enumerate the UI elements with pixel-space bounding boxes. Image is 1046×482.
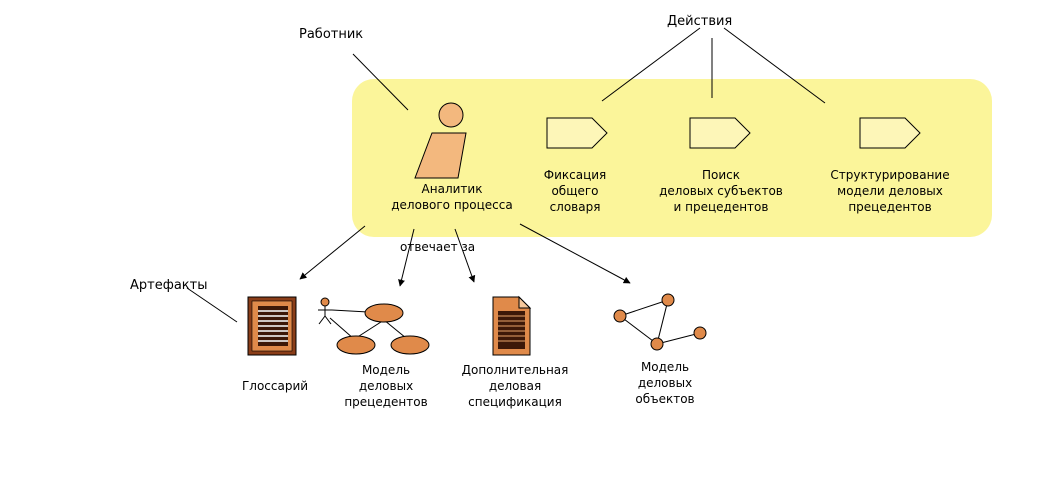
activity-pentagon-icon [689, 117, 751, 149]
activity-name: Фиксация общего словаря [543, 168, 607, 214]
artifacts-callout-line [186, 287, 238, 323]
worker-callout-line [352, 53, 409, 111]
activity-name: Структурирование модели деловых прецеден… [830, 168, 950, 214]
responsibility-arrow [299, 225, 366, 280]
artifact-name: Модель деловых прецедентов [344, 363, 428, 409]
activity-pentagon-icon [859, 117, 921, 149]
artifact-name: Модель деловых объектов [635, 360, 695, 406]
actor-name: Аналитик делового процесса [391, 182, 513, 212]
actions-label: Действия [667, 14, 733, 29]
activity-pentagon-icon [546, 117, 608, 149]
responsibility-arrow [398, 228, 415, 287]
worker-label: Работник [299, 27, 364, 42]
activities-highlight [352, 79, 992, 237]
artifact-name: Дополнительная деловая спецификация [461, 363, 569, 409]
specification-document-icon [492, 295, 532, 356]
business-worker-icon [414, 102, 467, 179]
use-case-model-icon [318, 297, 430, 355]
object-model-icon [613, 293, 707, 351]
artifacts-label: Артефакты [130, 278, 208, 293]
actions-callout-line [723, 27, 826, 104]
activity-name: Поиск деловых субъектов и прецедентов [659, 168, 783, 214]
responsible-for-label: отвечает за [400, 240, 476, 254]
artifact-name: Глоссарий [241, 379, 309, 393]
responsibility-arrow [454, 228, 476, 283]
responsibility-arrow [519, 223, 631, 284]
glossary-document-icon [247, 296, 297, 356]
actions-callout-line [601, 27, 701, 102]
